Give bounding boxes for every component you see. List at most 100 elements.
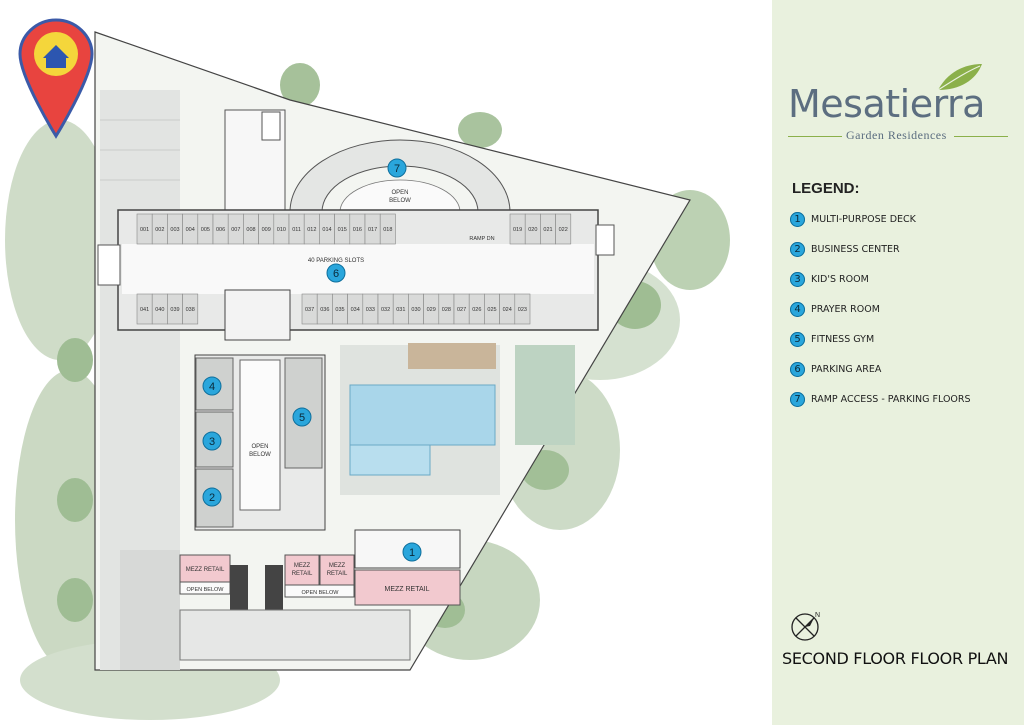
legend-title: LEGEND: (792, 180, 860, 197)
parking-slot-number: 023 (518, 307, 527, 313)
mezz-retail-mid-1 (284, 554, 320, 586)
legend-label: RAMP ACCESS - PARKING FLOORS (811, 393, 971, 405)
legend-label: MULTI-PURPOSE DECK (811, 213, 916, 225)
amenity-marker-number: 2 (209, 492, 215, 504)
parking-slot (555, 213, 572, 245)
parking-slot-number: 014 (322, 227, 331, 233)
amenity-marker (326, 263, 346, 283)
legend-number-badge: 4 (790, 301, 805, 317)
amenity-marker (202, 431, 222, 451)
parking-slot-number: 015 (338, 227, 347, 233)
stair-right (595, 224, 615, 256)
legend-number-badge: 2 (790, 241, 805, 257)
stair-left (97, 244, 121, 286)
mezz-retail-left-label: MEZZ RETAIL (186, 567, 225, 573)
parking-slot-number: 031 (396, 307, 405, 313)
parking-slot-number: 029 (427, 307, 436, 313)
mezz-mid-1-l1: MEZZ (294, 563, 311, 569)
legend-list: 1 MULTI-PURPOSE DECK 2 BUSINESS CENTER 3 KI… (790, 204, 971, 414)
parking-slot-number: 016 (353, 227, 362, 233)
parking-slot-number: 037 (305, 307, 314, 313)
legend-number-badge: 1 (790, 211, 805, 227)
parking-slot (182, 293, 199, 325)
amenity-marker (402, 542, 422, 562)
legend-item: 6 PARKING AREA (790, 354, 971, 384)
ramp-down-label: RAMP DN (469, 236, 494, 242)
legend-number-badge: 3 (790, 271, 805, 287)
legend-label: FITNESS GYM (811, 333, 875, 345)
parking-slot-number: 040 (155, 307, 164, 313)
parking-slot-number: 035 (335, 307, 344, 313)
parking-slot-number: 028 (442, 307, 451, 313)
parking-slot-number: 018 (383, 227, 392, 233)
parking-aisle (122, 244, 594, 294)
parking-slot-number: 017 (368, 227, 377, 233)
mezz-retail-mid-2 (319, 554, 355, 586)
legend-item: 5 FITNESS GYM (790, 324, 971, 354)
wood-deck (408, 343, 496, 369)
parking-slot-number: 008 (246, 227, 255, 233)
leaf-icon (937, 64, 982, 91)
amenity-marker-number: 5 (299, 412, 305, 424)
parking-slot-number: 032 (381, 307, 390, 313)
parking-slot-number: 034 (351, 307, 360, 313)
amenity-marker (292, 407, 312, 427)
mezz-mid-2-l1: MEZZ (329, 563, 346, 569)
open-below-mid-label: OPEN BELOW (302, 590, 340, 596)
mezz-retail-right (354, 569, 461, 606)
open-below-ramp: OPEN (391, 190, 408, 196)
legend-label: KID'S ROOM (811, 273, 869, 285)
open-below-left-label: OPEN BELOW (187, 587, 225, 593)
parking-slot-number: 009 (262, 227, 271, 233)
parking-slot-number: 012 (307, 227, 316, 233)
parking-slot-number: 007 (231, 227, 240, 233)
logo-rule-right (954, 136, 1008, 137)
parking-slot-number: 027 (457, 307, 466, 313)
legend-label: PRAYER ROOM (811, 303, 880, 315)
parking-slot-number: 005 (201, 227, 210, 233)
legend-item: 7 RAMP ACCESS - PARKING FLOORS (790, 384, 971, 414)
parking-slot-number: 006 (216, 227, 225, 233)
amenity-marker (387, 158, 407, 178)
north-compass-icon: N (791, 612, 820, 641)
parking-slot (514, 293, 531, 325)
legend-label: BUSINESS CENTER (811, 243, 900, 255)
parking-slot-number: 019 (513, 227, 522, 233)
parking-slot-number: 001 (140, 227, 149, 233)
mezz-retail-right-label: MEZZ RETAIL (385, 586, 430, 593)
parking-slot-number: 010 (277, 227, 286, 233)
parking-slot-number: 041 (140, 307, 149, 313)
mezz-mid-2-l2: RETAIL (327, 571, 348, 577)
open-below-shaft (239, 359, 281, 511)
parking-slot-number: 024 (503, 307, 512, 313)
ramp-arc (289, 139, 511, 213)
info-panel: Mesatierra Garden Residences LEGEND: 1 MU… (772, 0, 1024, 725)
legend-number-badge: 5 (790, 331, 805, 347)
svg-text:N: N (815, 612, 820, 619)
home-location-pin-icon[interactable] (18, 18, 94, 139)
parking-slot-number: 021 (543, 227, 552, 233)
brand-logo: Mesatierra Garden Residences (788, 60, 1018, 150)
stair-top (261, 111, 281, 141)
open-below-mid (284, 584, 355, 598)
amenity-marker (202, 376, 222, 396)
legend-item: 2 BUSINESS CENTER (790, 234, 971, 264)
parking-slot-number: 033 (366, 307, 375, 313)
plan-title: SECOND FLOOR FLOOR PLAN (782, 649, 1009, 668)
parking-slot-number: 022 (559, 227, 568, 233)
logo-rule-left (788, 136, 842, 137)
legend-number-badge: 7 (790, 391, 805, 407)
brand-tagline: Garden Residences (846, 128, 947, 142)
amenity-marker-number: 1 (409, 547, 415, 559)
legend-number-badge: 6 (790, 361, 805, 377)
mezz-mid-1-l2: RETAIL (292, 571, 313, 577)
legend-item: 3 KID'S ROOM (790, 264, 971, 294)
legend-label: PARKING AREA (811, 363, 882, 375)
parking-slots-label: 40 PARKING SLOTS (308, 258, 364, 264)
parking-slot-number: 020 (528, 227, 537, 233)
amenity-marker-number: 4 (209, 381, 215, 393)
elevator-core (224, 289, 291, 341)
